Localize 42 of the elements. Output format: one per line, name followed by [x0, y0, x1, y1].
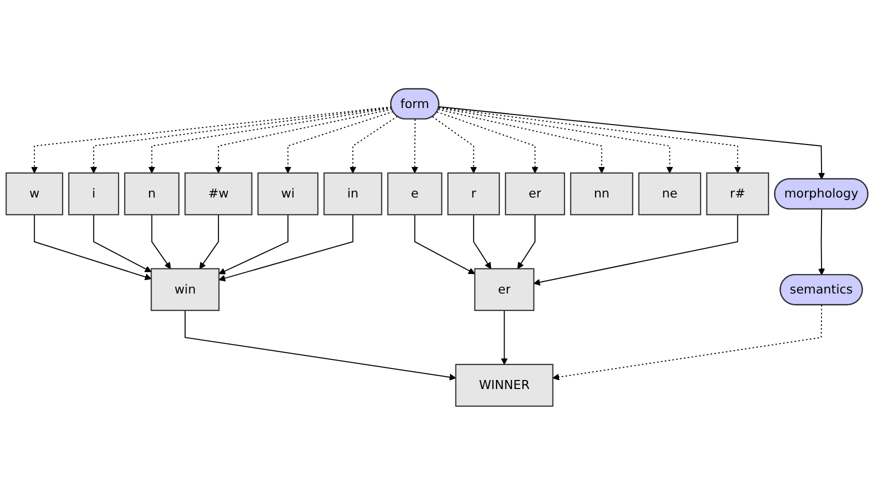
- arrow: [552, 305, 822, 380]
- node-box: ne: [638, 172, 702, 216]
- node-box: r: [447, 172, 500, 216]
- node-box: er: [474, 268, 534, 311]
- node-box: WINNER: [455, 364, 554, 407]
- arrow: [218, 214, 288, 274]
- arrow: [438, 108, 606, 174]
- arrow: [438, 106, 825, 180]
- node-box: er: [504, 172, 566, 216]
- node-box: nn: [570, 172, 634, 216]
- arrow: [90, 106, 392, 174]
- arrow: [199, 214, 219, 270]
- arrow: [284, 111, 394, 174]
- arrow: [148, 108, 392, 174]
- arrow: [349, 116, 398, 174]
- arrow: [184, 310, 456, 380]
- arrow: [218, 214, 354, 282]
- node-box: w: [6, 172, 64, 216]
- arrow: [34, 214, 152, 280]
- node-box: e: [387, 172, 442, 216]
- arrow: [432, 116, 477, 174]
- node-box: r#: [706, 172, 770, 216]
- arrow: [411, 119, 418, 174]
- node-box: i: [68, 172, 120, 216]
- arrow: [517, 214, 536, 270]
- arrow: [438, 106, 742, 174]
- arrow: [473, 214, 492, 270]
- arrow: [151, 214, 171, 270]
- node-box: in: [323, 172, 382, 216]
- node-box: n: [124, 172, 180, 216]
- arrow: [414, 214, 476, 274]
- node-box: #w: [184, 172, 252, 216]
- arrow: [93, 214, 152, 272]
- arrow: [500, 310, 508, 365]
- arrow: [438, 108, 674, 174]
- node-box: win: [150, 268, 220, 311]
- arrow: [31, 106, 392, 174]
- arrow: [534, 214, 738, 286]
- arrow: [215, 108, 392, 174]
- node-box: wi: [257, 172, 318, 216]
- arrow: [818, 209, 825, 276]
- arrow: [436, 111, 538, 174]
